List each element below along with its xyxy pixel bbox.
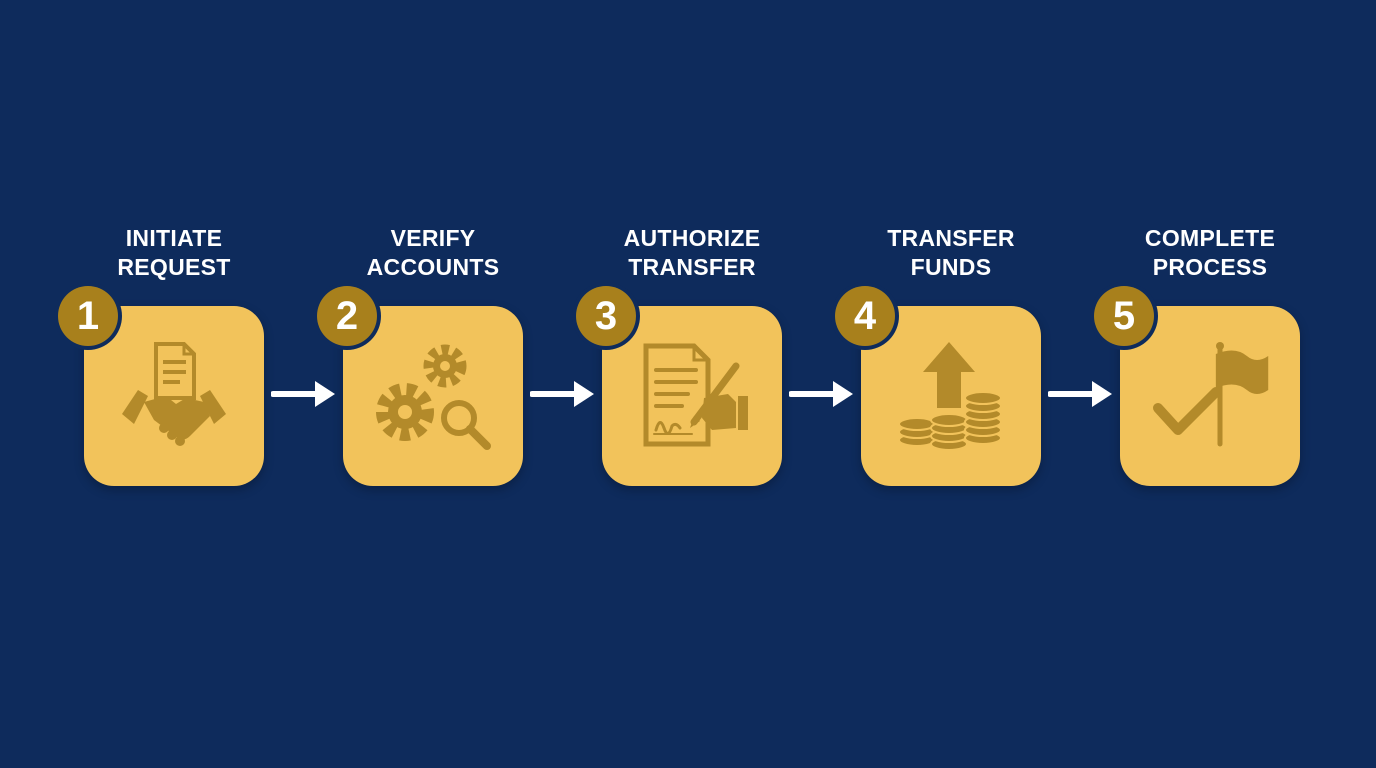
step-title: COMPLETE PROCESS — [1144, 225, 1276, 280]
step-number: 2 — [317, 286, 377, 346]
step-number: 3 — [576, 286, 636, 346]
step-number-badge: 1 — [54, 282, 122, 350]
signing-document-icon — [643, 343, 748, 447]
step-number-badge: 3 — [572, 282, 640, 350]
step-transfer-funds: TRANSFER FUNDS — [831, 0, 1061, 768]
step-initiate-request: INITIATE REQUEST 1 — [54, 0, 284, 768]
step-title: AUTHORIZE TRANSFER — [623, 225, 761, 280]
step-number: 5 — [1094, 286, 1154, 346]
step-number-badge: 2 — [313, 282, 381, 350]
step-card — [861, 306, 1041, 486]
handshake-document-icon — [122, 342, 226, 446]
checkmark-flag-icon — [1153, 342, 1269, 447]
arrow-right-icon — [789, 381, 853, 407]
step-number: 1 — [58, 286, 118, 346]
arrow-right-icon — [530, 381, 594, 407]
step-number-badge: 4 — [831, 282, 899, 350]
step-title: VERIFY ACCOUNTS — [366, 225, 500, 280]
step-authorize-transfer: AUTHORIZE TRANSFER — [572, 0, 802, 768]
step-complete-process: COMPLETE PROCESS 5 — [1090, 0, 1320, 768]
arrow-right-icon — [271, 381, 335, 407]
step-title: TRANSFER FUNDS — [887, 225, 1015, 280]
coins-up-arrow-icon — [898, 342, 1002, 451]
gears-magnifier-icon — [376, 344, 491, 450]
step-number: 4 — [835, 286, 895, 346]
step-title: INITIATE REQUEST — [117, 225, 231, 280]
step-verify-accounts: VERIFY ACCOUNTS 2 — [313, 0, 543, 768]
arrow-right-icon — [1048, 381, 1112, 407]
step-number-badge: 5 — [1090, 282, 1158, 350]
